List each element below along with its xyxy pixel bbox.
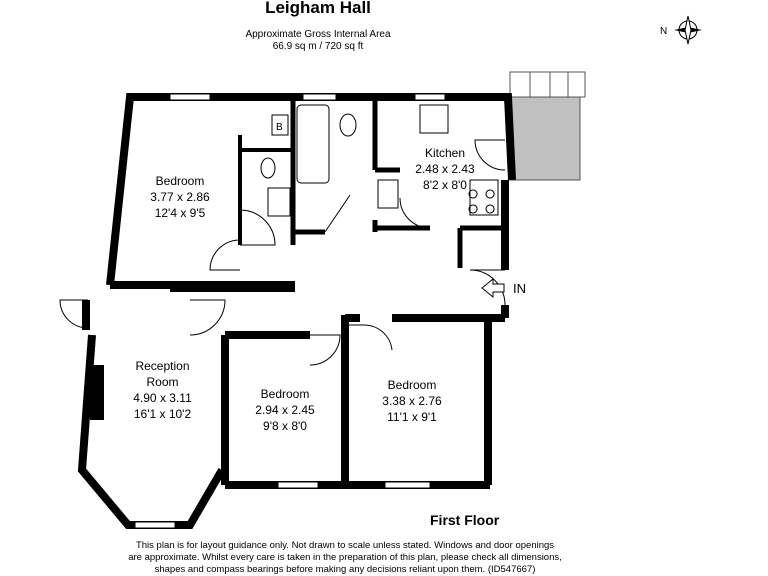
walls — [77, 93, 516, 529]
room-bedroom-1: Bedroom 3.77 x 2.86 12'4 x 9'5 — [130, 173, 230, 221]
chimney-breast — [90, 365, 104, 420]
door-icon — [189, 299, 226, 336]
disclaimer-line: shapes and compass bearings before makin… — [154, 564, 536, 575]
bathtub-icon — [296, 104, 330, 184]
fixtures — [260, 104, 499, 217]
door-icon — [474, 139, 506, 171]
boiler-icon — [271, 114, 289, 136]
room-metric: 2.94 x 2.45 — [255, 403, 315, 417]
area-label: Approximate Gross Internal Area — [245, 29, 391, 40]
room-metric: 4.90 x 3.11 — [133, 391, 192, 405]
room-reception: Reception Room 4.90 x 3.11 16'1 x 10'2 — [115, 358, 210, 422]
room-imperial: 11'1 x 9'1 — [387, 410, 437, 424]
door-icon — [309, 334, 341, 366]
room-metric: 2.48 x 2.43 — [415, 162, 475, 176]
compass-icon: N — [660, 15, 702, 45]
room-metric: 3.38 x 2.76 — [382, 394, 442, 408]
area-value: 66.9 sq m / 720 sq ft — [272, 41, 364, 52]
room-name: Bedroom — [260, 387, 310, 401]
room-name: Kitchen — [424, 146, 466, 160]
room-imperial: 9'8 x 8'0 — [263, 419, 307, 433]
basin-icon — [267, 187, 291, 217]
disclaimer-line: are approximate. Whilst every care is ta… — [128, 552, 562, 563]
toilet-icon — [260, 157, 276, 179]
doors — [59, 139, 506, 366]
room-name: Bedroom — [155, 174, 205, 188]
disclaimer-line: This plan is for layout guidance only. N… — [135, 540, 555, 551]
windows — [134, 93, 446, 529]
compass-north-label: N — [660, 26, 667, 37]
room-kitchen: Kitchen 2.48 x 2.43 8'2 x 8'0 — [400, 145, 490, 193]
boiler-label: B — [276, 122, 283, 133]
door-icon — [345, 324, 393, 351]
room-name: Reception Room — [135, 359, 190, 389]
room-metric: 3.77 x 2.86 — [150, 190, 210, 204]
door-icon — [324, 194, 351, 233]
balcony — [509, 71, 586, 181]
door-icon — [239, 209, 276, 246]
room-bedroom-3: Bedroom 3.38 x 2.76 11'1 x 9'1 — [362, 377, 462, 425]
sink-icon — [419, 104, 449, 134]
room-name: Bedroom — [387, 378, 437, 392]
room-imperial: 8'2 x 8'0 — [423, 178, 467, 192]
door-icon — [399, 197, 431, 229]
floor-label: First Floor — [430, 512, 500, 528]
entrance-label: IN — [513, 281, 526, 296]
room-bedroom-2: Bedroom 2.94 x 2.45 9'8 x 8'0 — [235, 386, 335, 434]
room-imperial: 16'1 x 10'2 — [133, 407, 192, 421]
room-imperial: 12'4 x 9'5 — [154, 206, 206, 220]
toilet-icon — [339, 113, 357, 137]
entrance-arrow-icon — [481, 277, 505, 299]
door-icon — [59, 299, 89, 329]
door-icon — [209, 239, 241, 271]
basin-icon — [377, 179, 399, 209]
plan-title: Leigham Hall — [265, 0, 371, 17]
